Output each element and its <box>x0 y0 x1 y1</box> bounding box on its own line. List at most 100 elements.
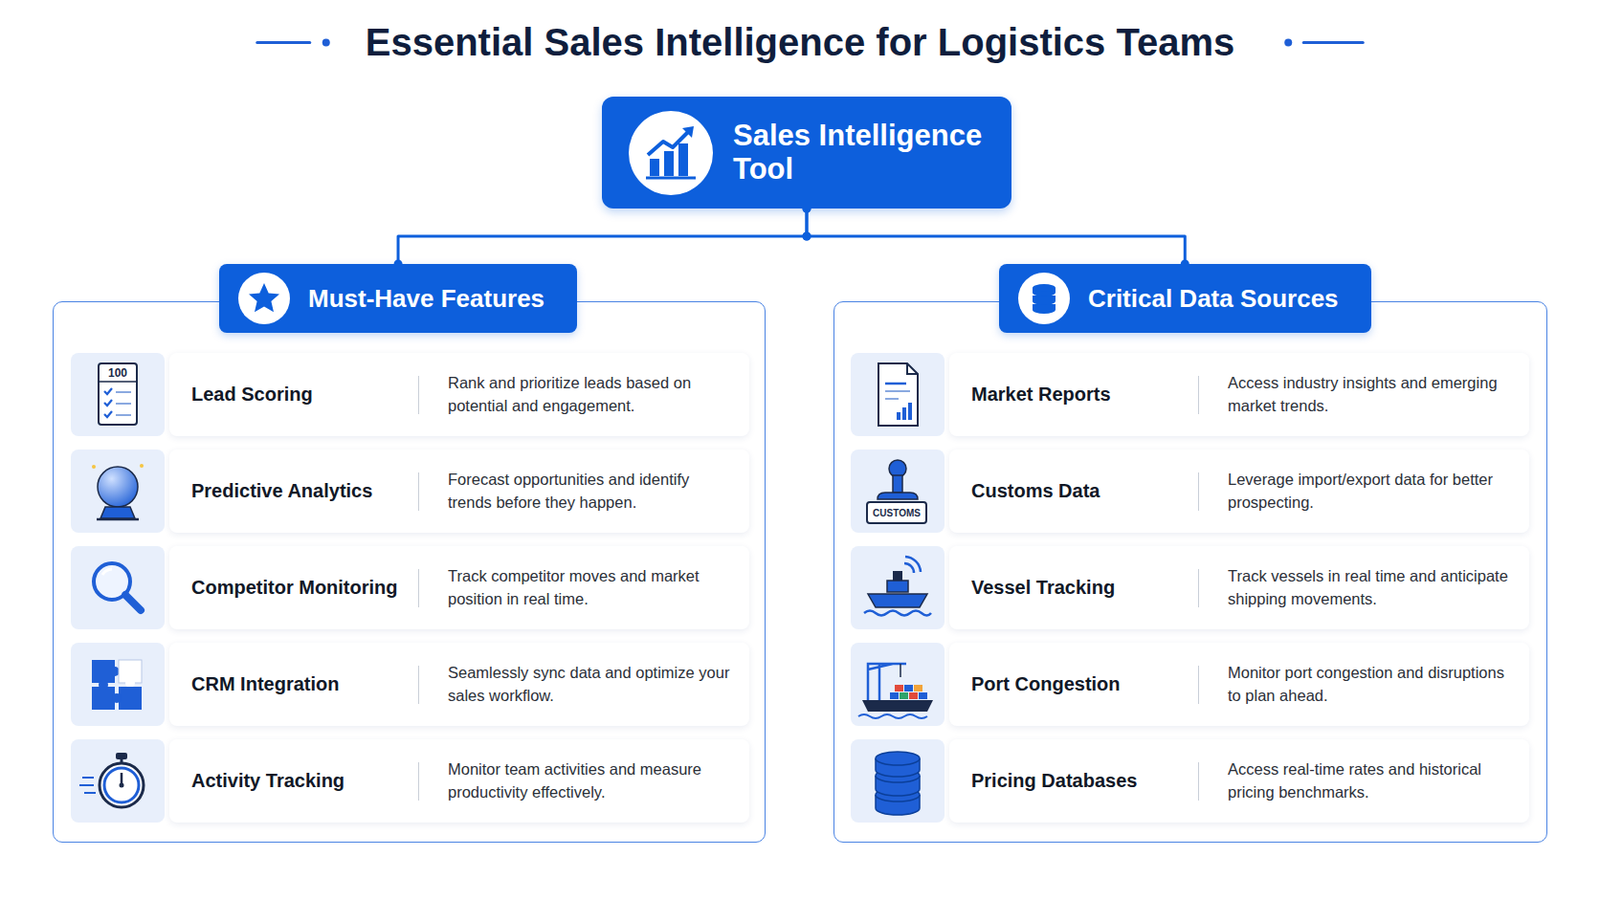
icon-circle-part <box>98 680 109 690</box>
icon-rect-part <box>894 685 904 692</box>
row-divider <box>418 569 420 608</box>
icon-rect-part <box>118 687 142 711</box>
icon-circle-part <box>91 465 96 469</box>
icon-path-part <box>100 507 135 519</box>
icon-rect-part <box>902 407 907 421</box>
tool-box: Sales Intelligence Tool <box>601 96 1012 209</box>
icon-circle-part <box>139 464 144 468</box>
icon-ellipse-part <box>875 752 920 766</box>
row-card: Competitor MonitoringTrack competitor mo… <box>169 546 750 630</box>
feature-row: CUSTOMS Customs Data Leverage import/expor… <box>850 449 1530 534</box>
row-card: Lead ScoringRank and prioritize leads ba… <box>169 353 750 437</box>
row-divider <box>1198 472 1200 512</box>
icon-path-part <box>858 714 928 719</box>
row-icon <box>70 739 165 823</box>
row-title: Predictive Analytics <box>191 480 373 503</box>
row-icon <box>70 546 165 630</box>
heading-icon <box>238 272 290 325</box>
row-description: Rank and prioritize leads based on poten… <box>447 372 736 417</box>
icon-circle-part <box>1284 39 1292 47</box>
feature-row: Vessel TrackingTrack vessels in real tim… <box>850 546 1530 630</box>
junction-dot <box>802 232 812 242</box>
tree-connector <box>806 208 1185 265</box>
icon-rect-part <box>115 753 128 760</box>
icon-line-part <box>899 664 902 678</box>
icon-rect-part <box>866 502 927 524</box>
icon-tile <box>850 353 945 437</box>
icon-line-part <box>79 784 94 787</box>
icon-path-part <box>877 492 918 500</box>
row-divider <box>418 762 420 801</box>
row-icon <box>850 643 945 727</box>
row-description: Seamlessly sync data and optimize your s… <box>447 662 736 707</box>
icon-path-part <box>104 388 112 395</box>
feature-row: Predictive AnalyticsForecast opportuniti… <box>70 449 750 534</box>
icon-circle-part <box>119 783 125 789</box>
row-card: Predictive AnalyticsForecast opportuniti… <box>169 449 750 534</box>
feature-row: 100 Lead ScoringRank and prioritize leads… <box>70 353 750 437</box>
icon-g-part <box>398 208 1185 265</box>
icon-rect-part <box>98 363 137 425</box>
row-description: Monitor team activities and measure prod… <box>447 758 736 803</box>
icon-path-part <box>1032 295 1056 306</box>
icon-path-part <box>904 563 914 574</box>
icon-line-part <box>115 402 132 405</box>
icon-rect-part <box>678 143 689 177</box>
row-divider <box>1198 376 1200 415</box>
row-title: Pricing Databases <box>971 770 1137 793</box>
panel-heading: Must-Have Features <box>219 264 578 334</box>
icon-path-part <box>864 611 932 617</box>
icon-tile <box>70 449 165 534</box>
icon-rect-part <box>904 685 913 692</box>
icon-line-part <box>885 390 911 393</box>
row-card: Vessel TrackingTrack vessels in real tim… <box>949 546 1530 630</box>
icon-rect-part <box>664 151 674 177</box>
icon-path-part <box>867 594 928 608</box>
row-description: Leverage import/export data for better p… <box>1227 468 1516 513</box>
icon-path-part <box>104 400 112 406</box>
icon-circle-part <box>104 768 139 803</box>
icon-rect-part <box>649 158 660 177</box>
row-title: Market Reports <box>971 383 1112 406</box>
icon-rect-part <box>892 475 903 493</box>
icon-path-part <box>104 411 112 418</box>
icon-path-part <box>102 569 112 576</box>
row-icon <box>70 353 165 437</box>
chart-icon <box>628 111 713 196</box>
icon-path-part <box>248 283 280 312</box>
score-number: 100 <box>108 366 128 380</box>
icon-circle-part <box>238 272 290 325</box>
row-title: Customs Data <box>971 480 1100 503</box>
icon-tile <box>850 643 945 727</box>
icon-path-part <box>862 700 934 712</box>
icon-tile <box>70 546 165 630</box>
row-description: Monitor port congestion and disruptions … <box>1227 662 1516 707</box>
icon-circle-part <box>322 39 331 47</box>
row-card: Market ReportsAccess industry insights a… <box>949 353 1530 437</box>
icon-path-part <box>878 363 918 426</box>
icon-path-part <box>907 363 918 375</box>
icon-rect-part <box>896 412 901 421</box>
row-card: Pricing Databases Access real-time rates … <box>949 739 1530 823</box>
row-title: CRM Integration <box>191 673 339 696</box>
row-description: Access real-time rates and historical pr… <box>1227 758 1516 803</box>
icon-rect-part <box>887 580 909 593</box>
feature-panel: Critical Data SourcesMarket ReportsAcces… <box>833 264 1548 844</box>
icon-line-part <box>115 391 132 394</box>
icon-path-part <box>905 556 921 573</box>
icon-circle-part <box>111 693 122 704</box>
row-icon <box>70 449 165 534</box>
icon-path-part <box>1032 304 1056 314</box>
feature-row: Port CongestionMonitor port congestion a… <box>850 643 1530 727</box>
icon-rect-part <box>909 692 918 700</box>
row-description: Track vessels in real time and anticipat… <box>1227 565 1516 610</box>
row-title: Competitor Monitoring <box>191 577 399 600</box>
feature-row: Activity TrackingMonitor team activities… <box>70 739 750 823</box>
icon-line-part <box>885 398 899 400</box>
icon-rect-part <box>899 692 909 700</box>
stamp-label: CUSTOMS <box>872 508 921 519</box>
feature-row: Pricing Databases Access real-time rates … <box>850 739 1530 823</box>
icon-tile <box>850 739 945 823</box>
icon-tile <box>70 643 165 727</box>
